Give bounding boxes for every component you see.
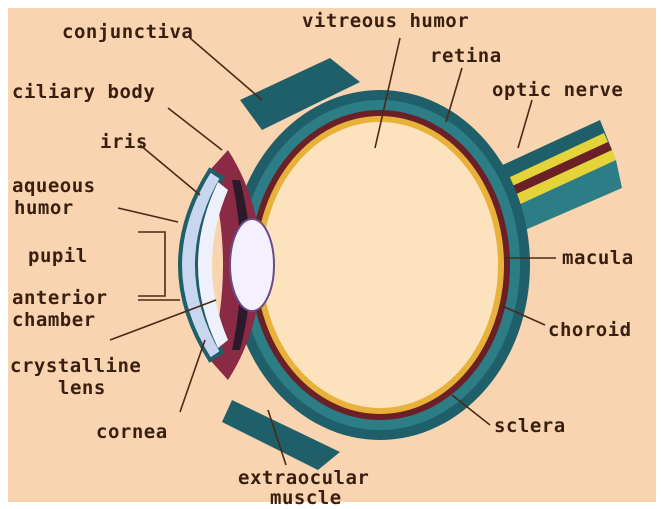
label-sclera: sclera [494,415,566,437]
label-cornea: cornea [96,421,168,443]
label-vitreous-humor: vitreous humor [302,10,469,32]
label-extraocular-muscle-2: muscle [270,487,342,509]
vitreous-body [262,122,498,408]
crystalline-lens-shape [230,219,274,311]
label-choroid: choroid [548,319,632,341]
label-conjunctiva: conjunctiva [62,21,193,43]
label-iris: iris [100,131,148,153]
label-anterior-chamber-1: anterior [12,287,108,309]
label-optic-nerve: optic nerve [492,79,623,101]
label-ciliary-body: ciliary body [12,81,155,103]
label-aqueous-humor-2: humor [14,197,74,219]
label-pupil: pupil [28,245,88,267]
label-extraocular-muscle-1: extraocular [238,467,369,489]
label-anterior-chamber-2: chamber [12,309,96,331]
label-crystalline-lens-2: lens [58,377,106,399]
label-crystalline-lens-1: crystalline [10,355,141,377]
label-aqueous-humor-1: aqueous [12,175,96,197]
label-macula: macula [562,247,634,269]
label-retina: retina [430,45,502,67]
